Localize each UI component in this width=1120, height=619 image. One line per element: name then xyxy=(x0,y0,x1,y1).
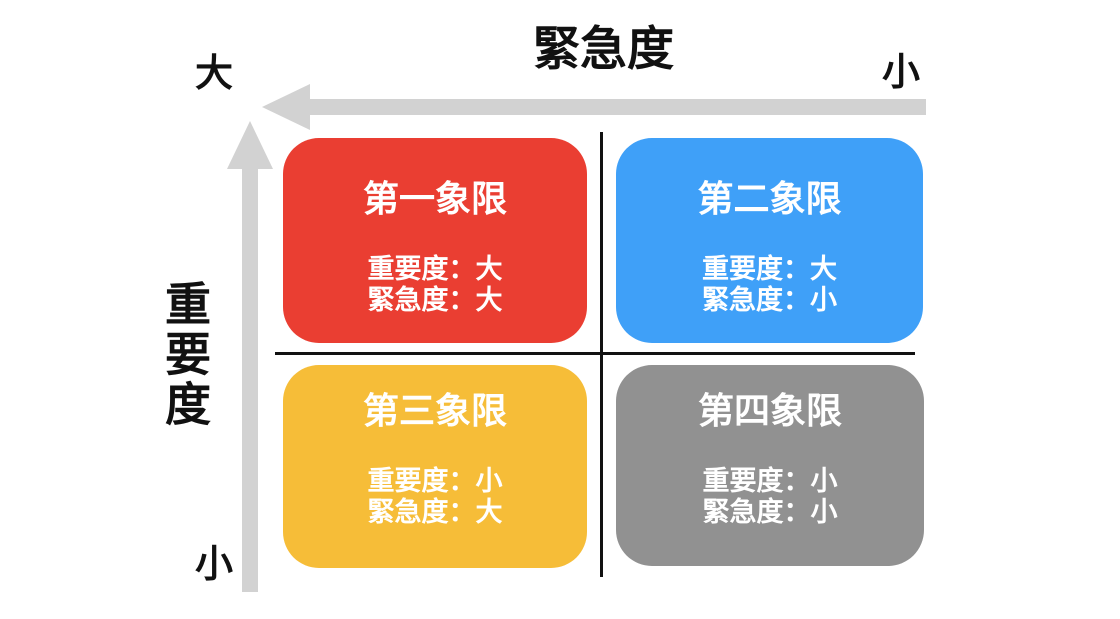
quadrant-2-details: 重要度：大 緊急度：小 xyxy=(616,254,923,316)
quadrant-3-title: 第三象限 xyxy=(362,390,507,431)
quadrant-2-title: 第二象限 xyxy=(697,178,842,219)
quadrant-1-details: 重要度：大 緊急度：大 xyxy=(283,254,587,316)
quadrant-4-urgency: 緊急度：小 xyxy=(702,497,838,527)
quadrant-2-importance: 重要度：大 xyxy=(702,254,837,284)
axis-large-label: 大 xyxy=(195,53,234,95)
quadrant-1-card: 第一象限 重要度：大 緊急度：大 xyxy=(283,138,587,343)
urgency-small-label: 小 xyxy=(882,52,921,94)
quadrant-4-importance: 重要度：小 xyxy=(702,466,838,496)
urgency-axis-title: 緊急度 xyxy=(533,22,674,75)
horizontal-divider-line xyxy=(275,352,915,355)
quadrant-1-title: 第一象限 xyxy=(362,178,507,219)
quadrant-2-urgency: 緊急度：小 xyxy=(702,285,837,315)
quadrant-1-urgency: 緊急度：大 xyxy=(367,285,503,315)
up-arrow-shaft xyxy=(242,168,258,592)
up-arrow-icon xyxy=(227,121,273,169)
quadrant-2-card: 第二象限 重要度：大 緊急度：小 xyxy=(616,138,923,343)
left-arrow-shaft xyxy=(310,99,926,115)
quadrant-3-urgency: 緊急度：大 xyxy=(367,497,503,527)
quadrant-4-details: 重要度：小 緊急度：小 xyxy=(616,466,924,528)
quadrant-3-card: 第三象限 重要度：小 緊急度：大 xyxy=(283,365,587,568)
quadrant-3-details: 重要度：小 緊急度：大 xyxy=(283,466,587,528)
quadrant-1-importance: 重要度：大 xyxy=(367,254,503,284)
quadrant-4-card: 第四象限 重要度：小 緊急度：小 xyxy=(616,365,924,566)
importance-small-label: 小 xyxy=(195,544,234,586)
quadrant-4-title: 第四象限 xyxy=(697,390,842,431)
importance-axis-title: 重要度 xyxy=(159,280,211,430)
quadrant-3-importance: 重要度：小 xyxy=(367,466,503,496)
